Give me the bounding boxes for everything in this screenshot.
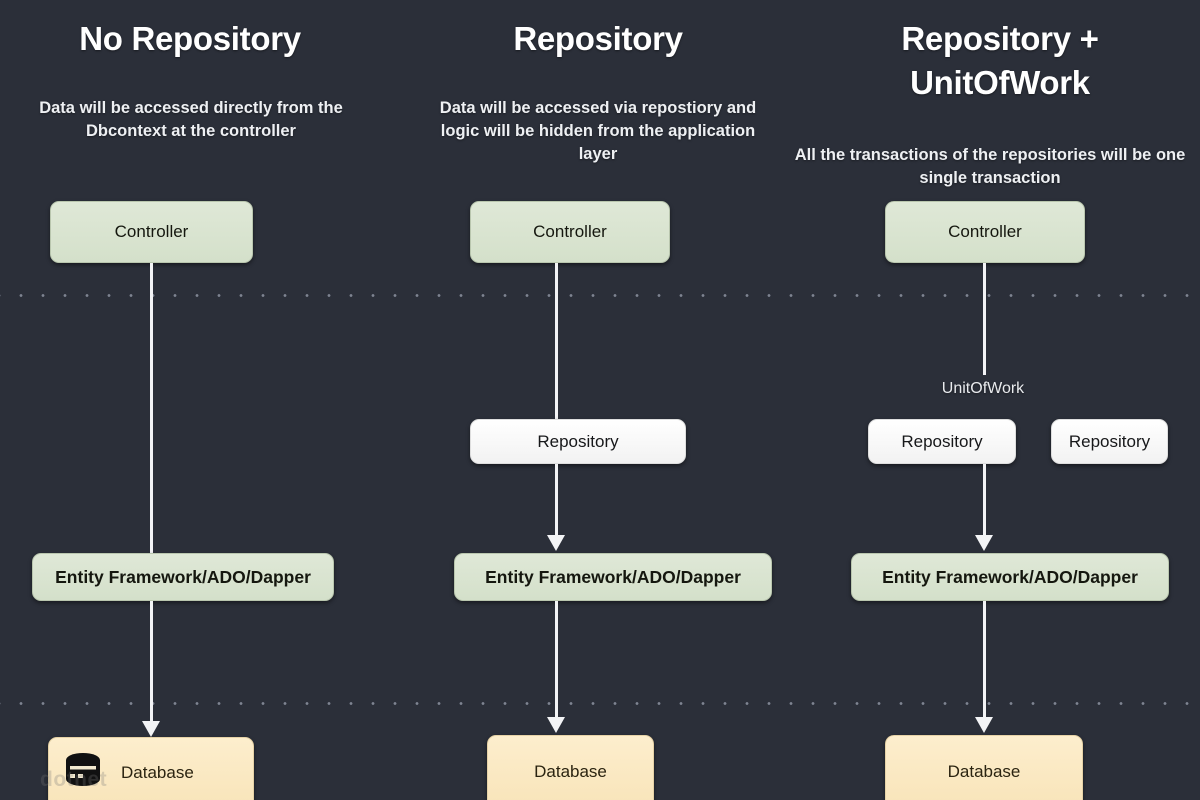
node-database-col3[interactable]: Database: [885, 735, 1083, 800]
column-subtitle-repository-unitofwork: All the transactions of the repositories…: [794, 146, 1186, 187]
arrow-head-dataaccess-col3: [975, 535, 993, 551]
node-label: Controller: [114, 222, 189, 241]
arrow-head-database-col1: [142, 721, 160, 737]
node-controller-col3[interactable]: Controller: [885, 201, 1085, 263]
node-database-col1[interactable]: Database: [48, 737, 254, 800]
arrow-head-dataaccess-col2: [547, 535, 565, 551]
connector-controller-to-unitofwork-col3: [983, 263, 986, 375]
node-repository-col2[interactable]: Repository: [470, 419, 686, 464]
column-subtitle-no-repository: Data will be accessed directly from the …: [39, 99, 343, 140]
arrow-head-database-col3: [975, 717, 993, 733]
node-label: Entity Framework/ADO/Dapper: [485, 566, 741, 587]
database-cylinder-icon: [66, 753, 100, 786]
arrow-head-database-col2: [547, 717, 565, 733]
node-label: Repository: [537, 431, 619, 451]
node-label: Repository: [1068, 431, 1151, 451]
column-subtitle-repository: Data will be accessed via repostiory and…: [439, 99, 757, 163]
node-label: Database: [121, 763, 194, 782]
node-label: Database: [947, 762, 1021, 781]
node-label: Entity Framework/ADO/Dapper: [882, 566, 1138, 587]
connector-dataaccess-to-database-col1: [150, 601, 153, 723]
connector-repository-to-dataaccess-col3: [983, 464, 986, 537]
node-label: Controller: [533, 222, 607, 241]
node-label: Database: [534, 762, 607, 781]
connector-dataaccess-to-database-col3: [983, 601, 986, 719]
layer-divider-bottom: [0, 702, 1200, 705]
node-controller-col2[interactable]: Controller: [470, 201, 670, 263]
node-label: Repository: [901, 431, 983, 451]
node-data-access-col2[interactable]: Entity Framework/ADO/Dapper: [454, 553, 772, 601]
node-label: Controller: [948, 222, 1022, 241]
node-database-col2[interactable]: Database: [487, 735, 654, 800]
node-repository-one-col3[interactable]: Repository: [868, 419, 1016, 464]
node-data-access-col3[interactable]: Entity Framework/ADO/Dapper: [851, 553, 1169, 601]
node-repository-two-col3[interactable]: Repository: [1051, 419, 1168, 464]
node-data-access-col1[interactable]: Entity Framework/ADO/Dapper: [32, 553, 334, 601]
connector-repository-to-dataaccess-col2: [555, 464, 558, 537]
connector-controller-to-dataaccess-col1: [150, 263, 153, 553]
node-controller-col1[interactable]: Controller: [50, 201, 253, 263]
node-label: Entity Framework/ADO/Dapper: [55, 566, 311, 587]
connector-dataaccess-to-database-col2: [555, 601, 558, 719]
column-title-repository-unitofwork: Repository + UnitOfWork: [901, 20, 1099, 101]
column-title-repository: Repository: [513, 20, 683, 57]
connector-controller-to-repository-col2: [555, 263, 558, 419]
layer-divider-top: [0, 294, 1200, 297]
column-title-no-repository: No Repository: [79, 20, 301, 57]
unitofwork-label: UnitOfWork: [941, 380, 1025, 397]
